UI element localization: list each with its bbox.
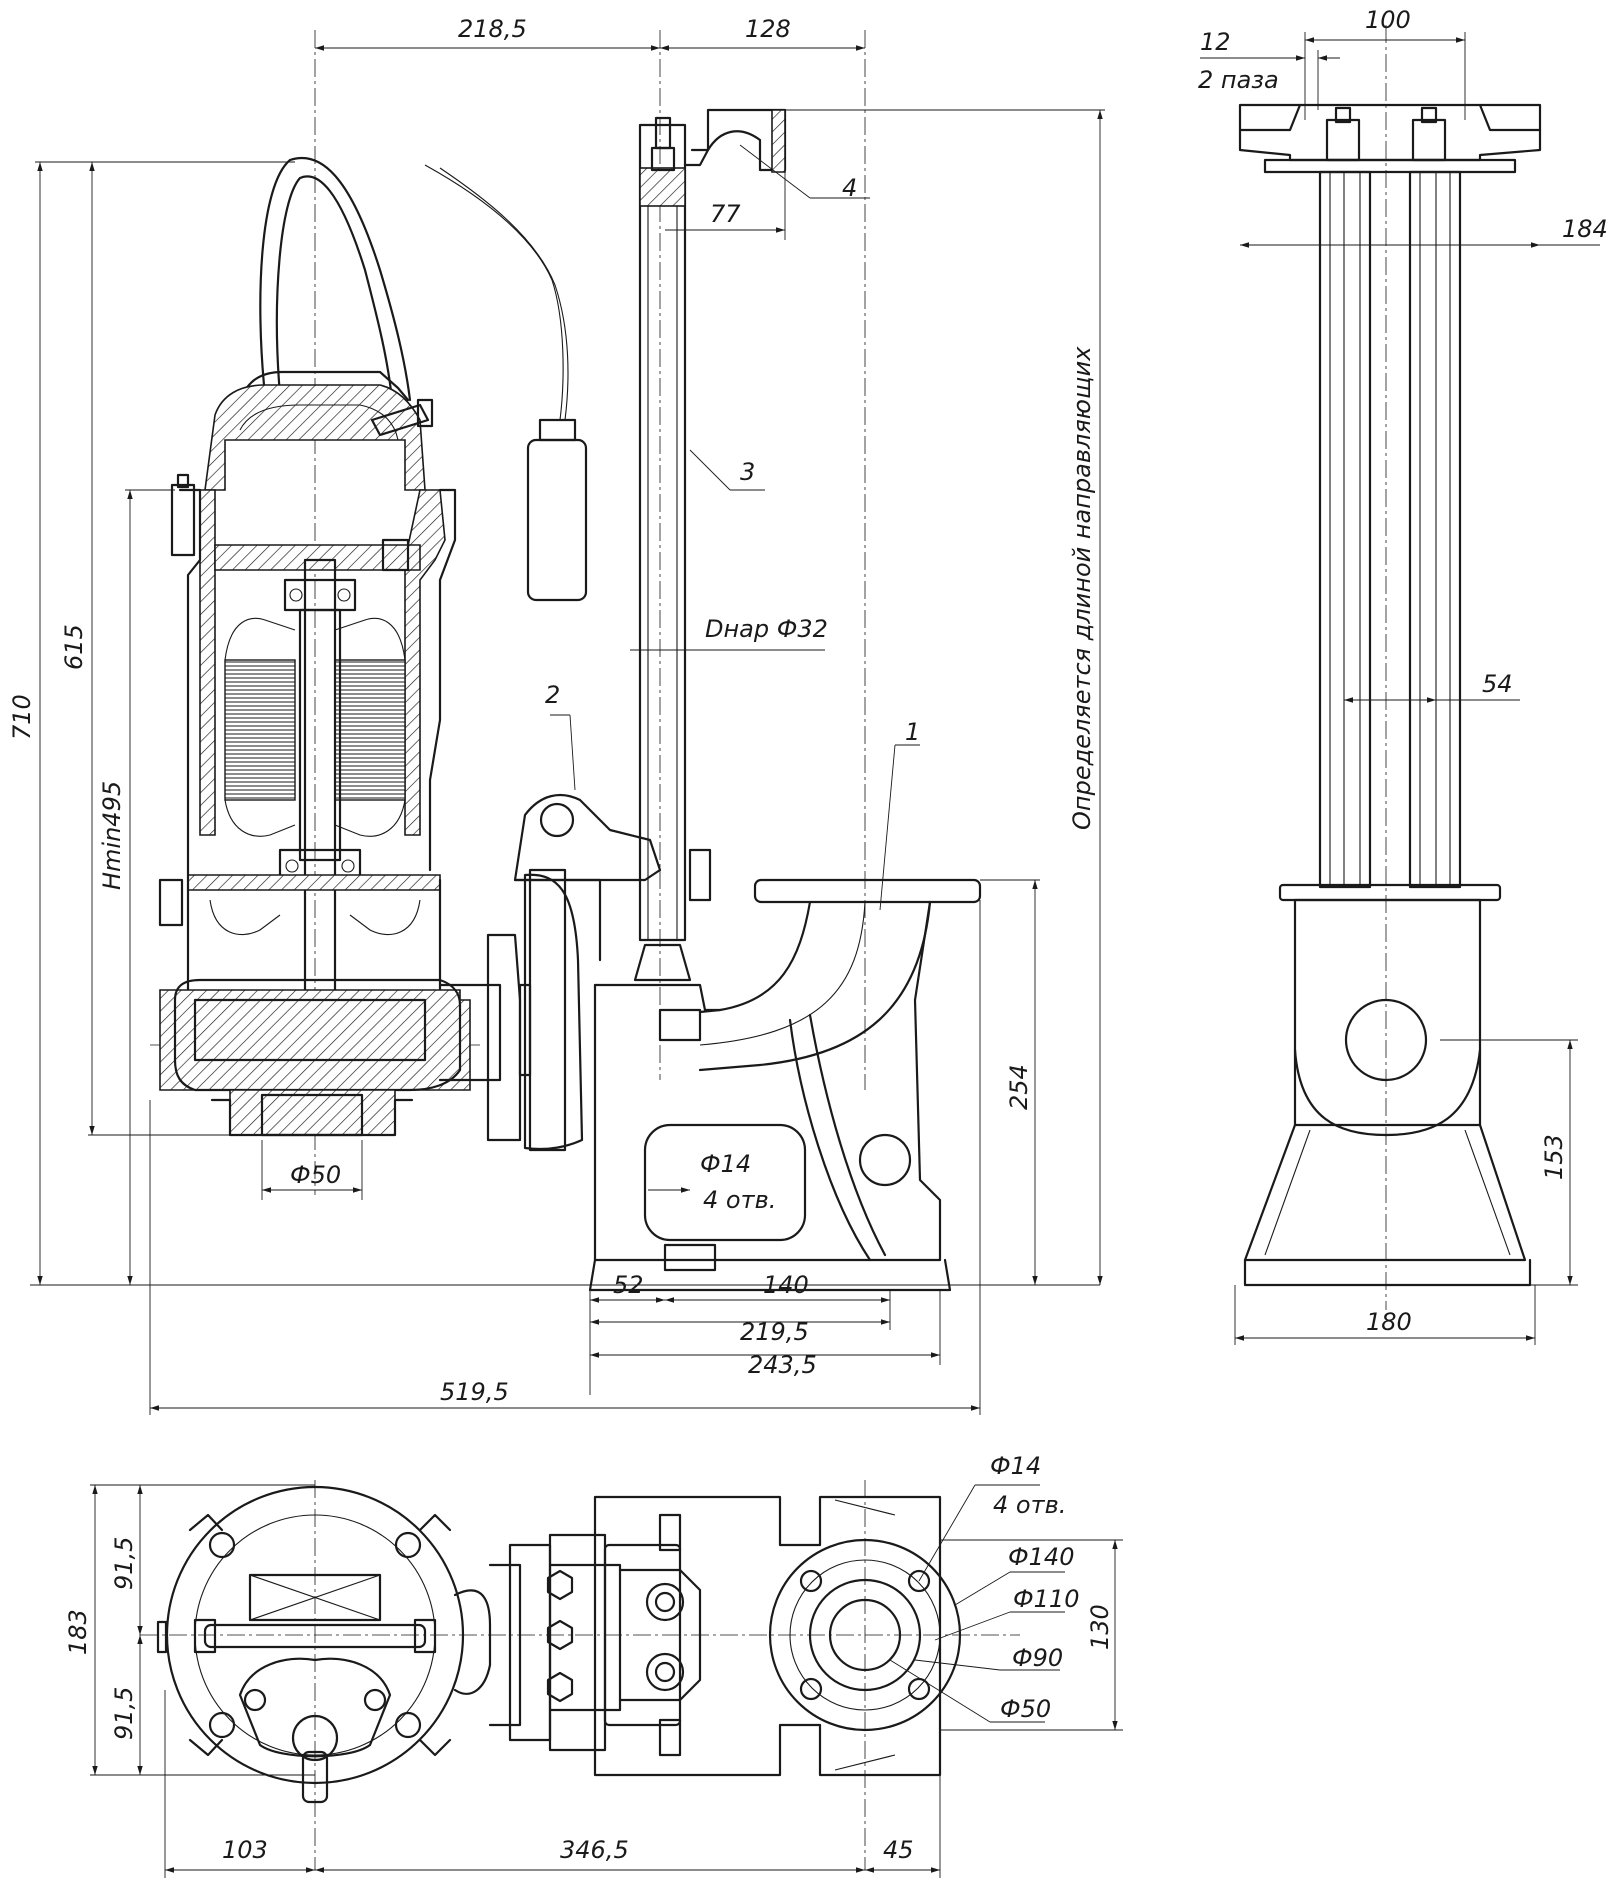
dim-54: 54 [1482, 670, 1513, 698]
dim-254: 254 [1005, 1064, 1033, 1110]
dim-12: 12 [1200, 28, 1231, 56]
plan-dim-phi110: Ф110 [1013, 1585, 1079, 1613]
plan-dim-91-5-bottom: 91,5 [110, 1687, 138, 1740]
dim-615: 615 [60, 624, 88, 670]
dim-pipe-diameter: Dнар Ф32 [705, 615, 828, 643]
pump-handle [238, 156, 412, 402]
dim-phi50: Ф50 [290, 1161, 341, 1189]
dim-100: 100 [1365, 6, 1411, 34]
plan-dim-holes: 4 отв. [993, 1491, 1066, 1519]
plan-dim-346-5: 346,5 [560, 1836, 629, 1864]
dim-52: 52 [613, 1271, 644, 1299]
plan-dim-130: 130 [1086, 1604, 1114, 1650]
dim-180: 180 [1366, 1308, 1412, 1336]
guide-hook [513, 793, 712, 962]
plan-view: Ф14 4 отв. Ф140 Ф110 Ф90 Ф50 130 183 91,… [64, 1452, 1123, 1878]
dim-holes: 4 отв. [703, 1186, 776, 1214]
callout-3: 3 [740, 458, 755, 486]
guide-length-note: Определяется длиной направляющих [1068, 346, 1096, 830]
front-view: 100 12 2 паза 184 54 153 180 [1198, 6, 1608, 1345]
dim-2-slots: 2 паза [1198, 66, 1279, 94]
callout-1: 1 [905, 718, 920, 746]
dim-243-5: 243,5 [748, 1351, 817, 1379]
plan-dim-phi140: Ф140 [1008, 1543, 1074, 1571]
dim-184: 184 [1562, 215, 1608, 243]
dim-140: 140 [763, 1271, 809, 1299]
plan-dim-45: 45 [883, 1836, 914, 1864]
dim-77: 77 [710, 200, 741, 228]
dim-710: 710 [8, 694, 36, 740]
dim-519-5: 519,5 [440, 1378, 509, 1406]
dim-153: 153 [1540, 1134, 1568, 1180]
dim-128: 128 [745, 15, 791, 43]
guide-rail [633, 116, 692, 982]
plan-dim-91-5-top: 91,5 [110, 1537, 138, 1590]
dim-219-5: 219,5 [740, 1318, 809, 1346]
float-switch [424, 164, 588, 602]
dim-hmin: Hmin495 [98, 781, 126, 890]
top-bracket [683, 108, 787, 173]
callout-4: 4 [842, 174, 857, 202]
plan-dim-phi50: Ф50 [1000, 1695, 1051, 1723]
base-elbow [588, 878, 982, 1292]
plan-dim-183: 183 [64, 1609, 92, 1655]
motor-housing [158, 398, 471, 1137]
plan-dim-phi14: Ф14 [990, 1452, 1041, 1480]
callout-2: 2 [545, 681, 560, 709]
plan-dim-phi90: Ф90 [1012, 1644, 1063, 1672]
dim-phi14: Ф14 [700, 1150, 751, 1178]
plan-dim-103: 103 [222, 1836, 268, 1864]
dim-218-5: 218,5 [458, 15, 527, 43]
side-view: 218,5 128 77 4 3 2 1 Dнар Ф32 710 615 Hm… [8, 15, 1105, 1415]
